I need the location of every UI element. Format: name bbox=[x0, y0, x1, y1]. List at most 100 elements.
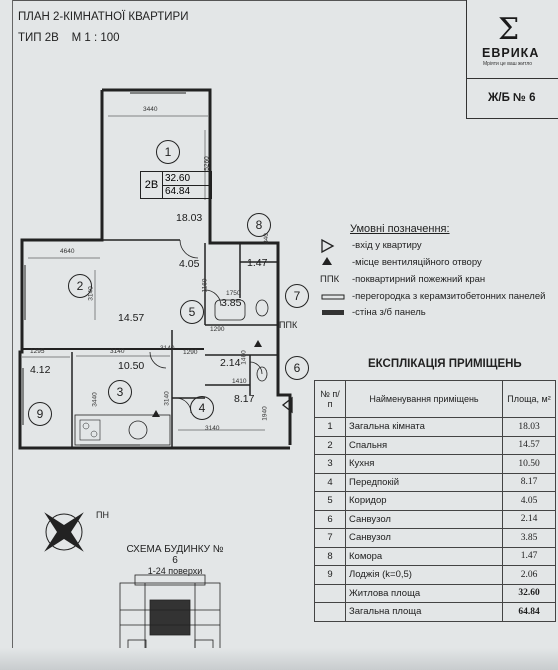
row-area: 1.47 bbox=[502, 546, 556, 566]
dim-1295: 1295 bbox=[30, 348, 45, 355]
dim-1940: 1940 bbox=[261, 406, 269, 421]
row-num: 2 bbox=[314, 435, 346, 455]
room-marker-6: 6 bbox=[285, 356, 309, 380]
row-num: 5 bbox=[314, 491, 346, 511]
dim-3440-b: 3440 bbox=[91, 392, 99, 407]
apartment-total-area: 64.84 bbox=[165, 186, 191, 197]
legend-vent-text: -місце вентиляційного отвору bbox=[352, 257, 482, 268]
room-area-2: 14.57 bbox=[118, 312, 145, 324]
area-divider bbox=[163, 185, 211, 186]
row-name: Спальня bbox=[345, 435, 503, 455]
dim-3140-d: 3140 bbox=[163, 391, 171, 406]
living-area-label: Житлова площа bbox=[345, 583, 503, 603]
dim-1160: 1160 bbox=[201, 278, 209, 293]
dim-3440: 3440 bbox=[143, 106, 158, 113]
explication-header-row: № п/п Найменування приміщень Площа, м² bbox=[314, 380, 556, 418]
fire-hydrant-label: ППК bbox=[279, 320, 298, 330]
col-area-header: Площа, м² bbox=[502, 380, 556, 418]
plan-scale: М 1 : 100 bbox=[71, 32, 120, 44]
dim-1750: 1750 bbox=[226, 290, 241, 297]
row-area: 2.06 bbox=[502, 565, 556, 585]
row-area: 2.14 bbox=[502, 509, 556, 529]
row-name: Санвузол bbox=[345, 528, 503, 548]
room-area-9: 4.12 bbox=[30, 364, 51, 376]
legend-ppk-text: -поквартирний пожежний кран bbox=[352, 274, 486, 285]
frame-left-line bbox=[12, 0, 13, 670]
room-marker-7: 7 bbox=[285, 284, 309, 308]
room-marker-9: 9 bbox=[28, 402, 52, 426]
room-area-7: 3.85 bbox=[221, 297, 242, 309]
apartment-type-label: 2В bbox=[141, 172, 163, 198]
row-num: 7 bbox=[314, 528, 346, 548]
row-name: Санвузол bbox=[345, 509, 503, 529]
total-area-label: Загальна площа bbox=[345, 602, 503, 622]
explication-title: ЕКСПЛІКАЦІЯ ПРИМІЩЕНЬ bbox=[368, 358, 522, 370]
plan-title-block: ПЛАН 2-КІМНАТНОЇ КВАРТИРИ ТИП 2В М 1 : 1… bbox=[18, 10, 188, 45]
photo-edge bbox=[0, 648, 558, 670]
legend-ppk-symbol: ППК bbox=[320, 274, 340, 285]
dim-3140-e: 3140 bbox=[160, 345, 175, 352]
apartment-living-area: 32.60 bbox=[165, 173, 191, 184]
living-area-value: 32.60 bbox=[502, 583, 556, 603]
brand-tagline: Мріяти це ваш житло bbox=[483, 61, 533, 67]
room-area-6: 2.14 bbox=[220, 357, 241, 369]
legend-partition-text: -перегородка з керамзитобетонних панелей bbox=[352, 291, 546, 302]
row-area: 10.50 bbox=[502, 454, 556, 474]
row-area: 8.17 bbox=[502, 472, 556, 492]
logo-block bbox=[466, 0, 558, 119]
room-marker-4: 4 bbox=[190, 396, 214, 420]
room-area-5: 4.05 bbox=[179, 258, 200, 270]
row-area: 18.03 bbox=[502, 417, 556, 437]
row-name: Комора bbox=[345, 546, 503, 566]
room-marker-2: 2 bbox=[68, 274, 92, 298]
logo-divider bbox=[466, 78, 558, 79]
dim-1410: 1410 bbox=[232, 378, 247, 385]
dim-3140-c: 3140 bbox=[205, 425, 220, 432]
row-name: Передпокій bbox=[345, 472, 503, 492]
brand-name: ЕВРИКА bbox=[482, 46, 540, 60]
plan-type-scale: ТИП 2В М 1 : 100 bbox=[18, 31, 188, 45]
row-num: 8 bbox=[314, 546, 346, 566]
dim-1290-b: 1290 bbox=[183, 349, 198, 356]
frame-top-line bbox=[12, 0, 466, 1]
room-area-1: 18.03 bbox=[176, 212, 203, 224]
room-marker-8: 8 bbox=[247, 213, 271, 237]
row-name: Лоджія (k=0,5) bbox=[345, 565, 503, 585]
dim-4640: 4640 bbox=[60, 248, 75, 255]
row-area: 14.57 bbox=[502, 435, 556, 455]
row-num: 9 bbox=[314, 565, 346, 585]
total-area-value: 64.84 bbox=[502, 602, 556, 622]
row-area: 4.05 bbox=[502, 491, 556, 511]
room-marker-3: 3 bbox=[108, 380, 132, 404]
row-num: 3 bbox=[314, 454, 346, 474]
plan-type: ТИП 2В bbox=[18, 32, 59, 44]
explication-table: № п/п Найменування приміщень Площа, м² 1… bbox=[314, 380, 556, 622]
building-scheme-caption: СХЕМА БУДИНКУ № 6 1-24 поверхи bbox=[125, 544, 225, 576]
compass-north-label: ПН bbox=[96, 510, 109, 520]
sheet-number: Ж/Б № 6 bbox=[488, 92, 536, 104]
col-num-header: № п/п bbox=[314, 380, 346, 418]
row-name: Кухня bbox=[345, 454, 503, 474]
apartment-area-box: 2В 32.60 64.84 bbox=[140, 171, 212, 199]
dim-1460: 1460 bbox=[240, 350, 248, 365]
legend-wall-text: -стіна з/б панель bbox=[352, 307, 426, 318]
room-marker-1: 1 bbox=[156, 140, 180, 164]
legend-entrance-text: -вхід у квартиру bbox=[352, 240, 422, 251]
col-name-header: Найменування приміщень bbox=[345, 380, 503, 418]
compass-rose-icon bbox=[44, 512, 84, 552]
building-scheme-title: СХЕМА БУДИНКУ № 6 bbox=[126, 544, 224, 566]
building-scheme-floors: 1-24 поверхи bbox=[147, 566, 203, 576]
plan-title: ПЛАН 2-КІМНАТНОЇ КВАРТИРИ bbox=[18, 11, 189, 23]
row-area: 3.85 bbox=[502, 528, 556, 548]
room-area-8: 1.47 bbox=[247, 257, 268, 269]
